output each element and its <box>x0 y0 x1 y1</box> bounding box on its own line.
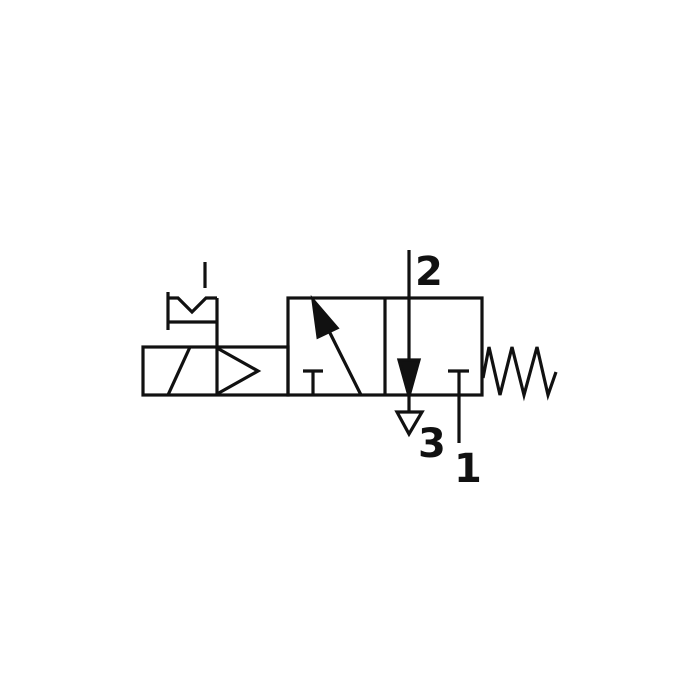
return-spring <box>481 346 558 402</box>
flow-arrow-head-down <box>396 358 422 402</box>
left-position <box>303 294 363 396</box>
exhaust-triangle-icon <box>394 410 425 438</box>
valve-body <box>286 250 484 443</box>
flow-arrow-head <box>310 294 340 340</box>
right-position <box>396 250 469 443</box>
pilot-triangle <box>216 346 262 396</box>
override-top-notch <box>168 296 217 315</box>
solenoid-actuator <box>141 298 290 397</box>
port-label-2: 2 <box>415 249 443 295</box>
manual-override <box>166 262 217 330</box>
solenoid-coil-diagonal <box>166 346 192 396</box>
port-label-3: 3 <box>418 421 446 467</box>
flow-arrow-line <box>323 322 363 396</box>
port-label-1: 1 <box>454 446 482 492</box>
